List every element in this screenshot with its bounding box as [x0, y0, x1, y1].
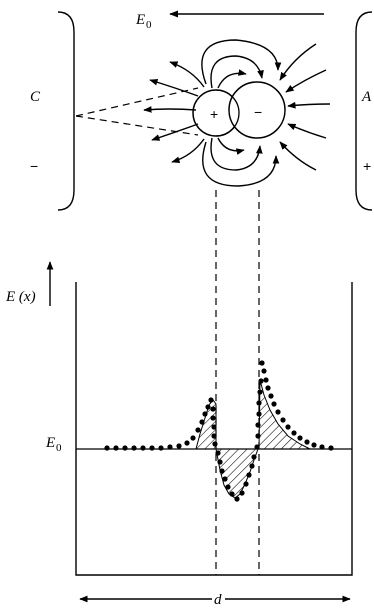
data-dot [202, 411, 207, 416]
data-dot [234, 496, 239, 501]
data-dot [265, 385, 270, 390]
field-line [170, 62, 204, 87]
field-line [152, 124, 198, 140]
data-dot [319, 444, 324, 449]
data-dot [261, 368, 266, 373]
profile-dots [104, 360, 333, 501]
left-electrode-sign: − [30, 158, 38, 174]
field-line [172, 139, 204, 162]
data-dot [255, 422, 260, 427]
svg-text:0: 0 [56, 442, 62, 454]
field-line [144, 109, 196, 110]
data-dot [263, 377, 268, 382]
data-dot [217, 459, 222, 464]
field-line [288, 124, 326, 138]
field-line [211, 138, 260, 170]
data-dot [167, 444, 172, 449]
data-dot [243, 481, 248, 486]
data-dot [271, 401, 276, 406]
data-dot [158, 445, 163, 450]
data-dot [285, 424, 290, 429]
right-electrode-sign: + [363, 158, 371, 174]
dashed-line-upper [76, 88, 198, 116]
data-dot [246, 472, 251, 477]
data-dot [215, 450, 220, 455]
baseline-label: E 0 [45, 435, 62, 454]
data-dot [258, 378, 263, 383]
data-dot [176, 443, 181, 448]
data-dot [255, 433, 260, 438]
data-dot [211, 424, 216, 429]
data-dot [275, 409, 280, 414]
data-dot [222, 476, 227, 481]
svg-text:0: 0 [146, 19, 152, 31]
data-dot [268, 393, 273, 398]
right-electrode-label: A [361, 89, 372, 105]
data-dot [122, 445, 127, 450]
width-label: d [214, 592, 222, 608]
y-axis-label: E (x) [5, 289, 36, 305]
data-dot [328, 445, 333, 450]
data-dot [212, 441, 217, 446]
data-dot [251, 454, 256, 459]
data-dot [304, 439, 309, 444]
data-dot [211, 433, 216, 438]
field-line [288, 104, 330, 106]
svg-text:E: E [135, 12, 145, 28]
data-dot [256, 411, 261, 416]
data-dot [249, 463, 254, 468]
data-dot [199, 419, 204, 424]
data-dot [297, 435, 302, 440]
data-dot [239, 490, 244, 495]
field-line [202, 40, 278, 84]
data-dot [131, 445, 136, 450]
dashed-line-lower [76, 116, 198, 135]
data-dot [291, 430, 296, 435]
field-line [203, 142, 276, 186]
data-dot [195, 427, 200, 432]
field-line [280, 142, 316, 170]
data-dot [280, 417, 285, 422]
data-dot [205, 404, 210, 409]
data-dot [219, 468, 224, 473]
data-dot [140, 445, 145, 450]
data-dot [254, 444, 259, 449]
data-dot [208, 397, 213, 402]
field-arrow-label: E 0 [135, 12, 152, 31]
svg-text:E: E [45, 435, 55, 451]
data-dot [210, 415, 215, 420]
data-dot [210, 406, 215, 411]
data-dot [104, 445, 109, 450]
left-electrode [58, 12, 74, 210]
negative-charge-sign: − [254, 104, 262, 120]
data-dot [311, 442, 316, 447]
right-electrode [356, 12, 372, 210]
data-dot [229, 491, 234, 496]
svg-text:E (x): E (x) [5, 289, 36, 305]
left-electrode-label: C [30, 89, 41, 105]
data-dot [190, 435, 195, 440]
data-dot [257, 389, 262, 394]
data-dot [184, 440, 189, 445]
positive-charge-sign: + [210, 106, 218, 122]
data-dot [259, 360, 264, 365]
field-line [280, 44, 316, 80]
field-line [286, 70, 326, 92]
data-dot [113, 445, 118, 450]
field-line [218, 138, 244, 151]
data-dot [256, 400, 261, 405]
data-dot [225, 484, 230, 489]
data-dot [149, 445, 154, 450]
